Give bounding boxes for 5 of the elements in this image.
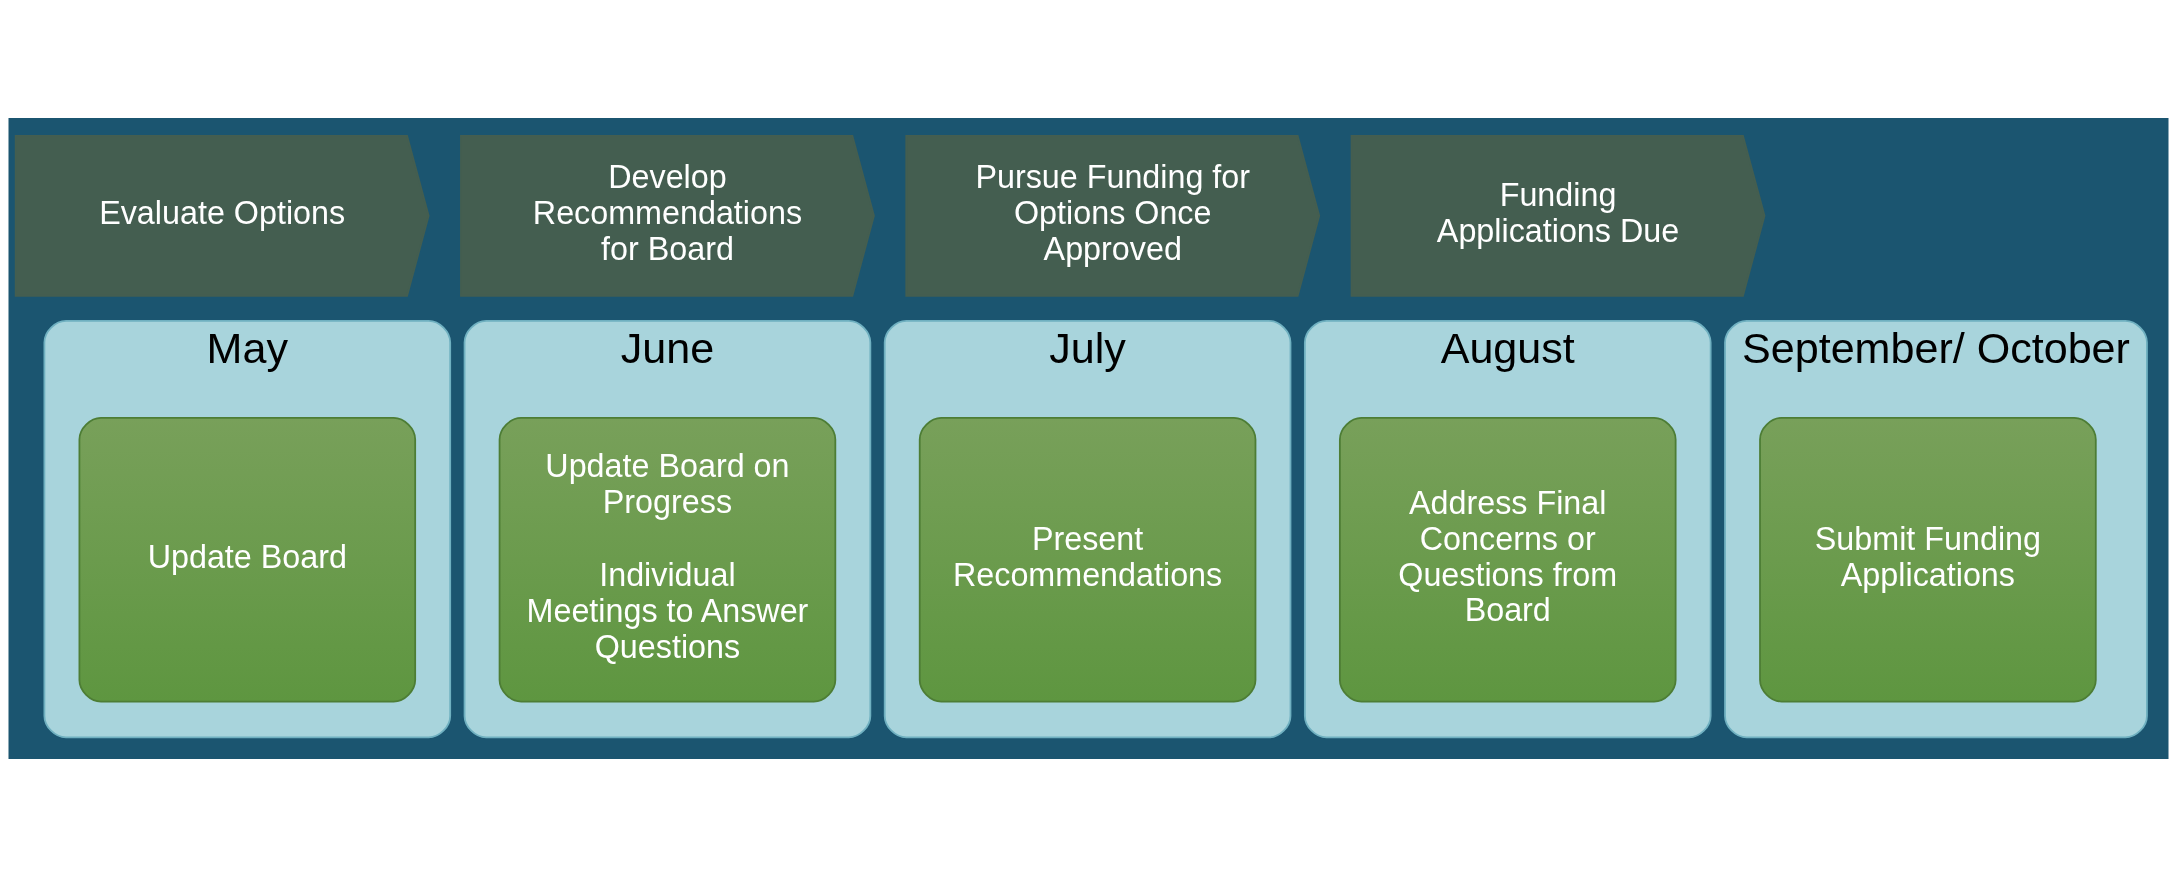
node-box: Update Board bbox=[78, 416, 417, 703]
node-box: Present Recommendations bbox=[918, 416, 1257, 703]
node-box: Update Board on Progress Individual Meetings to Answer Questions bbox=[498, 416, 837, 703]
node-box: Address Final Concerns or Questions from Board bbox=[1338, 416, 1677, 703]
node-box: Submit Funding Applications bbox=[1759, 416, 2097, 703]
